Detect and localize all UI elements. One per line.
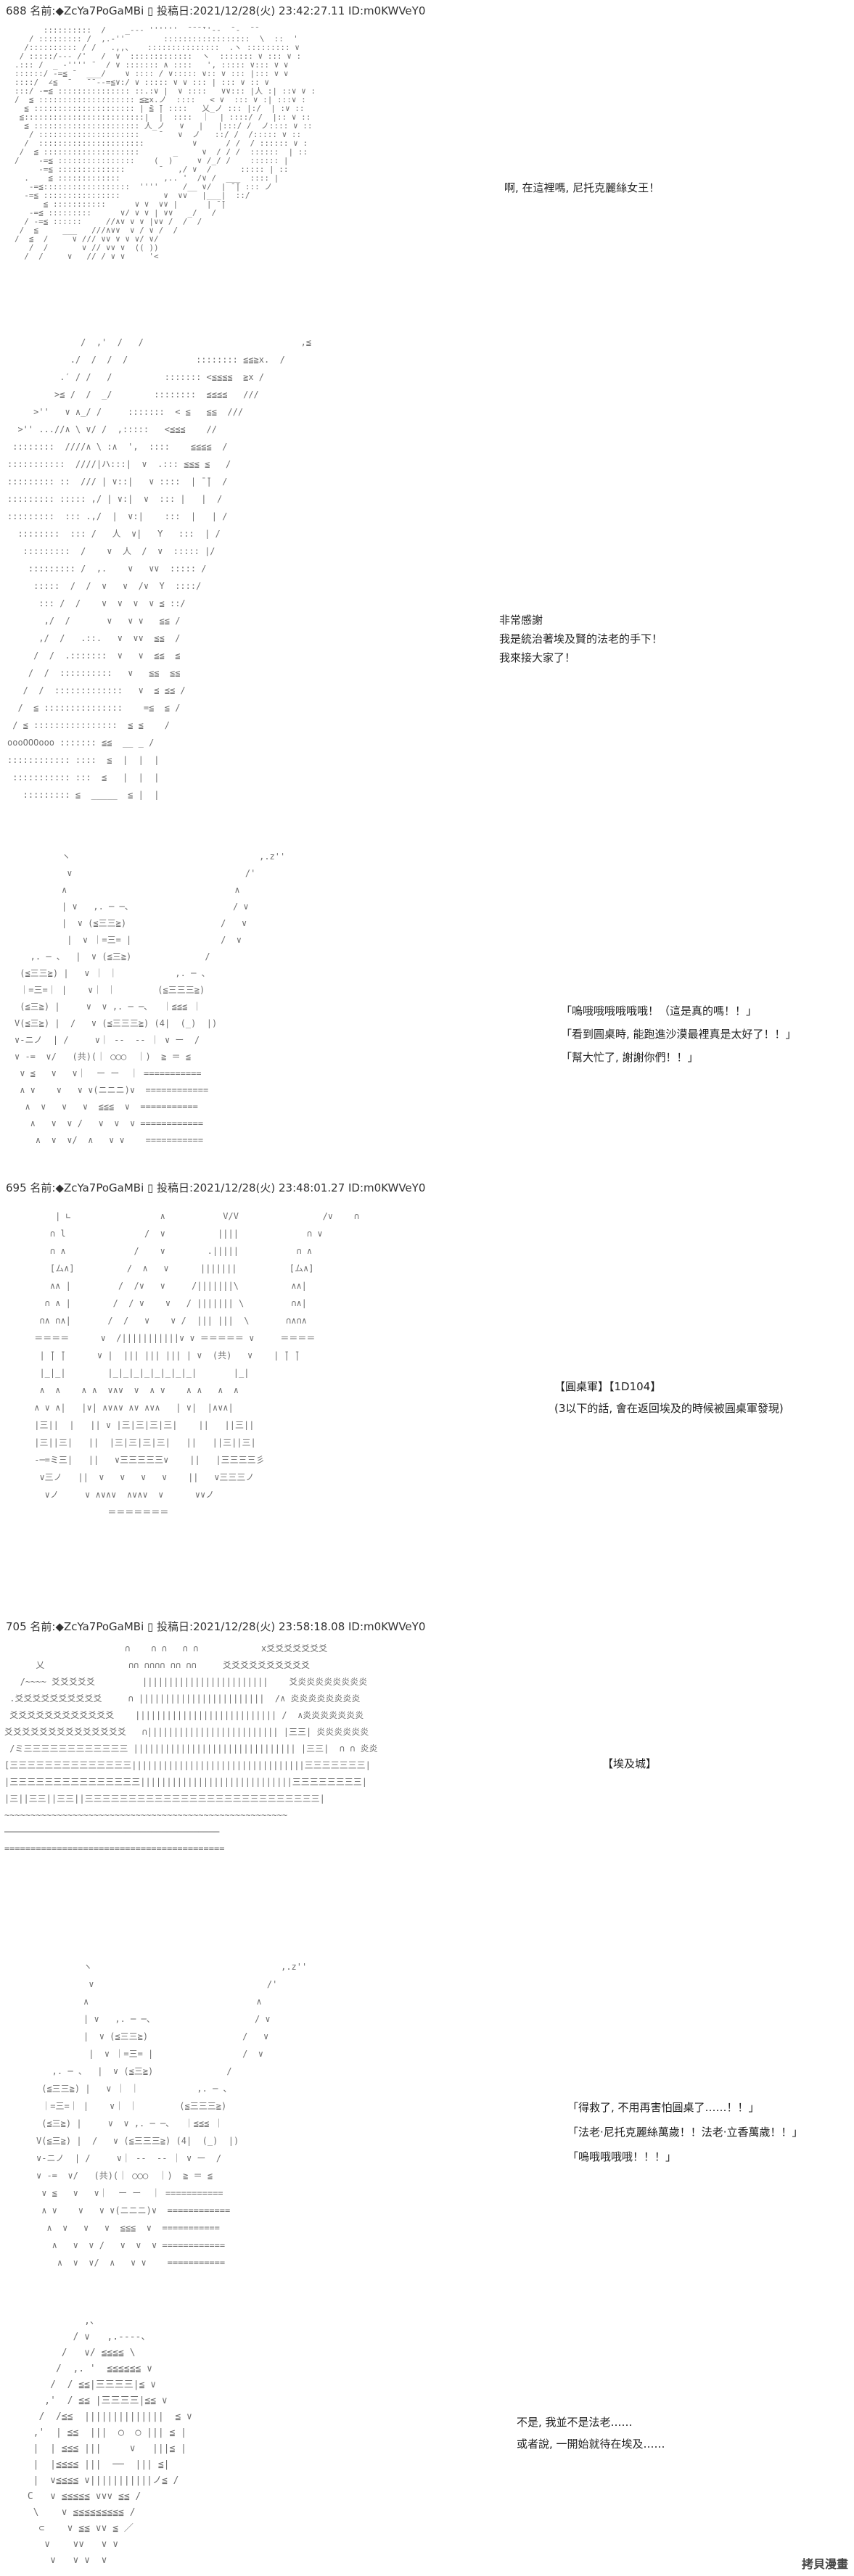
ascii-art-nitocris-smiling: :::::::::: / _-‐‐ '''''' ̄ ̄ ̄ ̄''‐- ̄ -… bbox=[15, 26, 316, 261]
post-header: 705 名前:◆ZcYa7PoGaMBi ▯ 投稿日:2021/12/28(火)… bbox=[6, 1620, 426, 1633]
post-header: 695 名前:◆ZcYa7PoGaMBi ▯ 投稿日:2021/12/28(火)… bbox=[6, 1181, 426, 1194]
dialogue-line: 非常感謝 bbox=[499, 614, 543, 627]
dialogue-line: 「看到圓桌時, 能跑進沙漠最裡真是太好了！！」 bbox=[561, 1028, 797, 1041]
dialogue-panel-6: 「得救了, 不用再害怕圓桌了……！！」 「法老·尼托克麗絲萬歲！！法老·立香萬歲… bbox=[567, 2095, 803, 2169]
dialogue-line: 「嗚哦哦哦哦！！！」 bbox=[567, 2150, 677, 2163]
ascii-art-villagers-cheering-2: ヽ ,.z'' ∨ /' ∧ ∧ | ∨ ,. ─ ─、 / ∨ | ∨ (≦三… bbox=[36, 1962, 308, 2268]
dialogue-line: 我來接大家了！ bbox=[499, 651, 576, 664]
dialogue-line: 【埃及城】 bbox=[602, 1757, 657, 1770]
dialogue-panel-5: 【埃及城】 bbox=[602, 1754, 657, 1773]
dialogue-line: 「幫大忙了, 謝謝你們！！」 bbox=[561, 1051, 699, 1064]
dialogue-line: (3以下的話, 會在返回埃及的時候被圓桌軍發現) bbox=[554, 1402, 784, 1415]
ascii-art-villagers-cheering: ヽ ,.z'' ∨ /' ∧ ∧ | ∨ ,. ─ ─、 / ∨ | ∨ (≦三… bbox=[15, 851, 286, 1145]
dialogue-line: 不是, 我並不是法老…… bbox=[517, 2416, 633, 2429]
dialogue-panel-1: 啊, 在這裡嗎, 尼托克麗絲女王！ bbox=[504, 178, 660, 197]
dialogue-line: 啊, 在這裡嗎, 尼托克麗絲女王！ bbox=[504, 181, 660, 194]
dialogue-line: 「嗚哦哦哦哦哦哦！（這是真的嗎！！」 bbox=[561, 1004, 757, 1017]
post-header: 688 名前:◆ZcYa7PoGaMBi ▯ 投稿日:2021/12/28(火)… bbox=[6, 4, 426, 17]
dialogue-panel-2: 非常感謝 我是統治著埃及賢的法老的手下！ 我來接大家了！ bbox=[499, 611, 662, 667]
ascii-art-nitocris-bowing: / ,' / / ,≦ ./ / / / :::::::: ≦≦≧x. / .′… bbox=[7, 337, 312, 800]
dialogue-line: 「得救了, 不用再害怕圓桌了……！！」 bbox=[567, 2101, 760, 2114]
ascii-art-ritsuka-closeup: ,、 / ∨ ,.-‐‐-、 / ∨/ ≦≦≦≦ \ / ,. ' ≦≦≦≦≦≦… bbox=[27, 2316, 192, 2566]
dialogue-line: 或者說, 一開始就待在埃及…… bbox=[517, 2437, 665, 2451]
dialogue-panel-3: 「嗚哦哦哦哦哦哦！（這是真的嗎！！」 「看到圓桌時, 能跑進沙漠最裡真是太好了！… bbox=[561, 999, 797, 1069]
dialogue-line: 「法老·尼托克麗絲萬歲！！法老·立香萬歲！！」 bbox=[567, 2126, 803, 2139]
ascii-art-egyptian-city: ∩ ∩ ∩ ∩ ∩ x爻爻爻爻爻爻爻 乂 ∩∩ ∩∩∩∩ ∩∩ ∩∩ 爻爻爻爻爻… bbox=[4, 1643, 378, 1854]
dialogue-panel-4: 【圓桌軍】【1D104】 (3以下的話, 會在返回埃及的時候被圓桌軍發現) bbox=[554, 1376, 784, 1419]
dialogue-line: 我是統治著埃及賢的法老的手下！ bbox=[499, 632, 663, 645]
dialogue-line: 【圓桌軍】【1D104】 bbox=[554, 1380, 662, 1393]
watermark-logo: 拷貝漫畫 bbox=[801, 2557, 848, 2571]
ascii-art-round-table-knights: | ∟ ∧ V/V /∨ ∩ ∩ l / ∨ |||| ∩ ∨ ∩ ∧ / ∨ … bbox=[34, 1211, 360, 1517]
dialogue-panel-7: 不是, 我並不是法老…… 或者說, 一開始就待在埃及…… bbox=[517, 2411, 665, 2455]
